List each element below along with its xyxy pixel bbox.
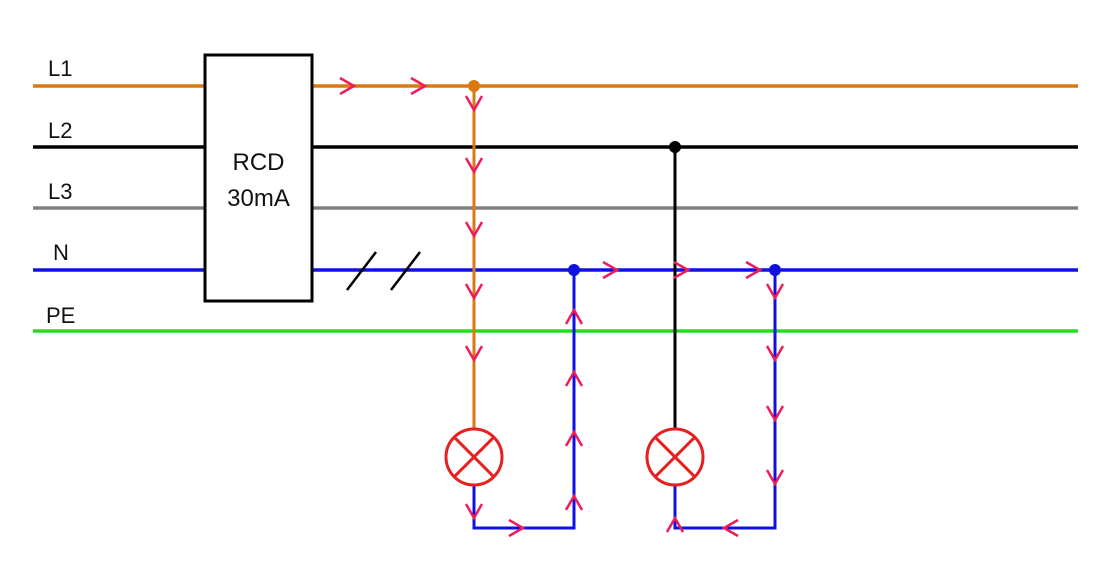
current-arrow [464, 283, 484, 301]
junction-l1 [468, 80, 480, 92]
current-arrow [765, 283, 785, 301]
break-mark [390, 251, 421, 291]
junction-n1 [568, 264, 580, 276]
rcd-label: RCD [233, 149, 285, 176]
junction-n2 [769, 264, 781, 276]
current-arrow [765, 345, 785, 363]
lamp2-return-wire [673, 270, 777, 530]
current-arrow [464, 345, 484, 363]
current-arrow [765, 469, 785, 487]
current-arrow [602, 260, 620, 280]
lamp-2-circle [645, 427, 705, 487]
current-arrow [721, 518, 739, 538]
junction-l2 [669, 141, 681, 153]
rcd-box [203, 53, 314, 303]
lamp-1-circle [444, 427, 504, 487]
bus-label-l1: L1 [48, 56, 72, 81]
current-arrow [508, 518, 526, 538]
current-arrow [564, 493, 584, 511]
neutral-break-marks [346, 251, 421, 291]
current-arrow [339, 76, 357, 96]
bus-label-l3: L3 [48, 179, 72, 204]
current-arrow [464, 157, 484, 175]
lamp-2 [645, 427, 705, 487]
current-arrow [564, 369, 584, 387]
current-arrow [464, 95, 484, 113]
current-arrow [564, 429, 584, 447]
current-flow-arrows [339, 76, 785, 538]
current-arrow [765, 405, 785, 423]
current-arrow [410, 76, 428, 96]
current-arrow [665, 515, 685, 533]
rcd-rating: 30mA [227, 185, 290, 212]
bus-lines [33, 84, 1078, 333]
current-arrow [745, 260, 763, 280]
lamp1-return-wire [472, 270, 576, 530]
current-arrow [464, 221, 484, 239]
lamp-2-cross [654, 436, 696, 478]
lamp-1 [444, 427, 504, 487]
current-arrow [464, 503, 484, 521]
lamp-1-cross [453, 436, 495, 478]
bus-label-l2: L2 [48, 118, 72, 143]
bus-label-pe: PE [46, 303, 75, 328]
break-mark [346, 251, 377, 291]
bus-label-n: N [53, 240, 69, 265]
current-arrow [673, 260, 691, 280]
current-arrow [564, 307, 584, 325]
